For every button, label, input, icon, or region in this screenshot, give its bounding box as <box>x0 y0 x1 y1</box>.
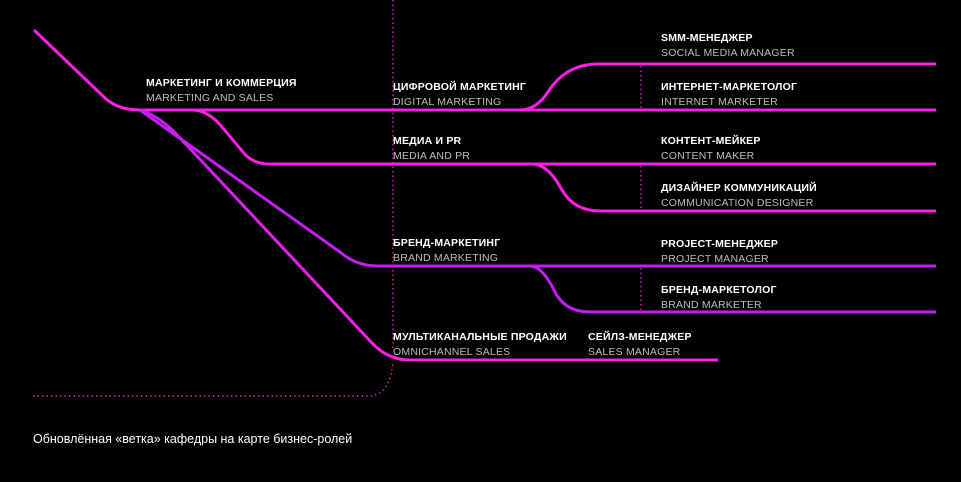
node-project-manager: PROJECT-МЕНЕДЖЕР PROJECT MANAGER <box>661 239 778 264</box>
node-title: МУЛЬТИКАНАЛЬНЫЕ ПРОДАЖИ <box>393 331 567 343</box>
node-communication-designer: ДИЗАЙНЕР КОММУНИКАЦИЙ COMMUNICATION DESI… <box>661 183 817 208</box>
node-marketing-sales: МАРКЕТИНГ И КОММЕРЦИЯ MARKETING AND SALE… <box>146 78 297 103</box>
node-subtitle: COMMUNICATION DESIGNER <box>661 196 814 209</box>
node-subtitle: SALES MANAGER <box>588 345 681 358</box>
node-title: SMM-МЕНЕДЖЕР <box>661 32 753 44</box>
track-omnichannel <box>139 108 718 362</box>
track-media <box>191 108 936 166</box>
node-subtitle: BRAND MARKETER <box>661 298 762 311</box>
node-title: БРЕНД-МАРКЕТИНГ <box>393 237 501 249</box>
node-title: СЕЙЛЗ-МЕНЕДЖЕР <box>588 331 692 343</box>
node-title: ЦИФРОВОЙ МАРКЕТИНГ <box>393 81 527 93</box>
node-sales-manager: СЕЙЛЗ-МЕНЕДЖЕР SALES MANAGER <box>588 332 692 357</box>
track-smm-branch <box>519 62 936 112</box>
node-subtitle: MARKETING AND SALES <box>146 91 274 104</box>
node-title: МЕДИА И PR <box>393 135 462 147</box>
node-title: ДИЗАЙНЕР КОММУНИКАЦИЙ <box>661 182 817 194</box>
node-omnichannel-sales: МУЛЬТИКАНАЛЬНЫЕ ПРОДАЖИ OMNICHANNEL SALE… <box>393 332 567 357</box>
node-subtitle: PROJECT MANAGER <box>661 252 769 265</box>
node-internet-marketer: ИНТЕРНЕТ-МАРКЕТОЛОГ INTERNET MARKETER <box>661 82 797 107</box>
node-media-pr: МЕДИА И PR MEDIA AND PR <box>393 136 470 161</box>
node-brand-marketing: БРЕНД-МАРКЕТИНГ BRAND MARKETING <box>393 238 500 263</box>
node-subtitle: BRAND MARKETING <box>393 251 499 264</box>
node-title: БРЕНД-МАРКЕТОЛОГ <box>661 284 777 296</box>
node-subtitle: OMNICHANNEL SALES <box>393 345 511 358</box>
dotted-bottom-guide <box>33 361 394 397</box>
node-title: МАРКЕТИНГ И КОММЕРЦИЯ <box>146 77 297 89</box>
track-brand-marketer-branch <box>529 264 936 314</box>
track-brand <box>139 108 936 268</box>
node-title: КОНТЕНТ-МЕЙКЕР <box>661 135 761 147</box>
node-subtitle: MEDIA AND PR <box>393 149 471 162</box>
track-trunk-digital <box>32 28 936 112</box>
node-subtitle: SOCIAL MEDIA MANAGER <box>661 46 795 59</box>
node-title: PROJECT-МЕНЕДЖЕР <box>661 238 779 250</box>
node-smm-manager: SMM-МЕНЕДЖЕР SOCIAL MEDIA MANAGER <box>661 33 795 58</box>
diagram-caption: Обновлённая «ветка» кафедры на карте биз… <box>33 432 353 446</box>
node-digital-marketing: ЦИФРОВОЙ МАРКЕТИНГ DIGITAL MARKETING <box>393 82 526 107</box>
node-subtitle: CONTENT MAKER <box>661 149 755 162</box>
node-title: ИНТЕРНЕТ-МАРКЕТОЛОГ <box>661 81 798 93</box>
node-content-maker: КОНТЕНТ-МЕЙКЕР CONTENT MAKER <box>661 136 761 161</box>
node-subtitle: INTERNET MARKETER <box>661 95 778 108</box>
track-communication-branch <box>531 162 936 213</box>
node-subtitle: DIGITAL MARKETING <box>393 95 502 108</box>
node-brand-marketer: БРЕНД-МАРКЕТОЛОГ BRAND MARKETER <box>661 285 777 310</box>
